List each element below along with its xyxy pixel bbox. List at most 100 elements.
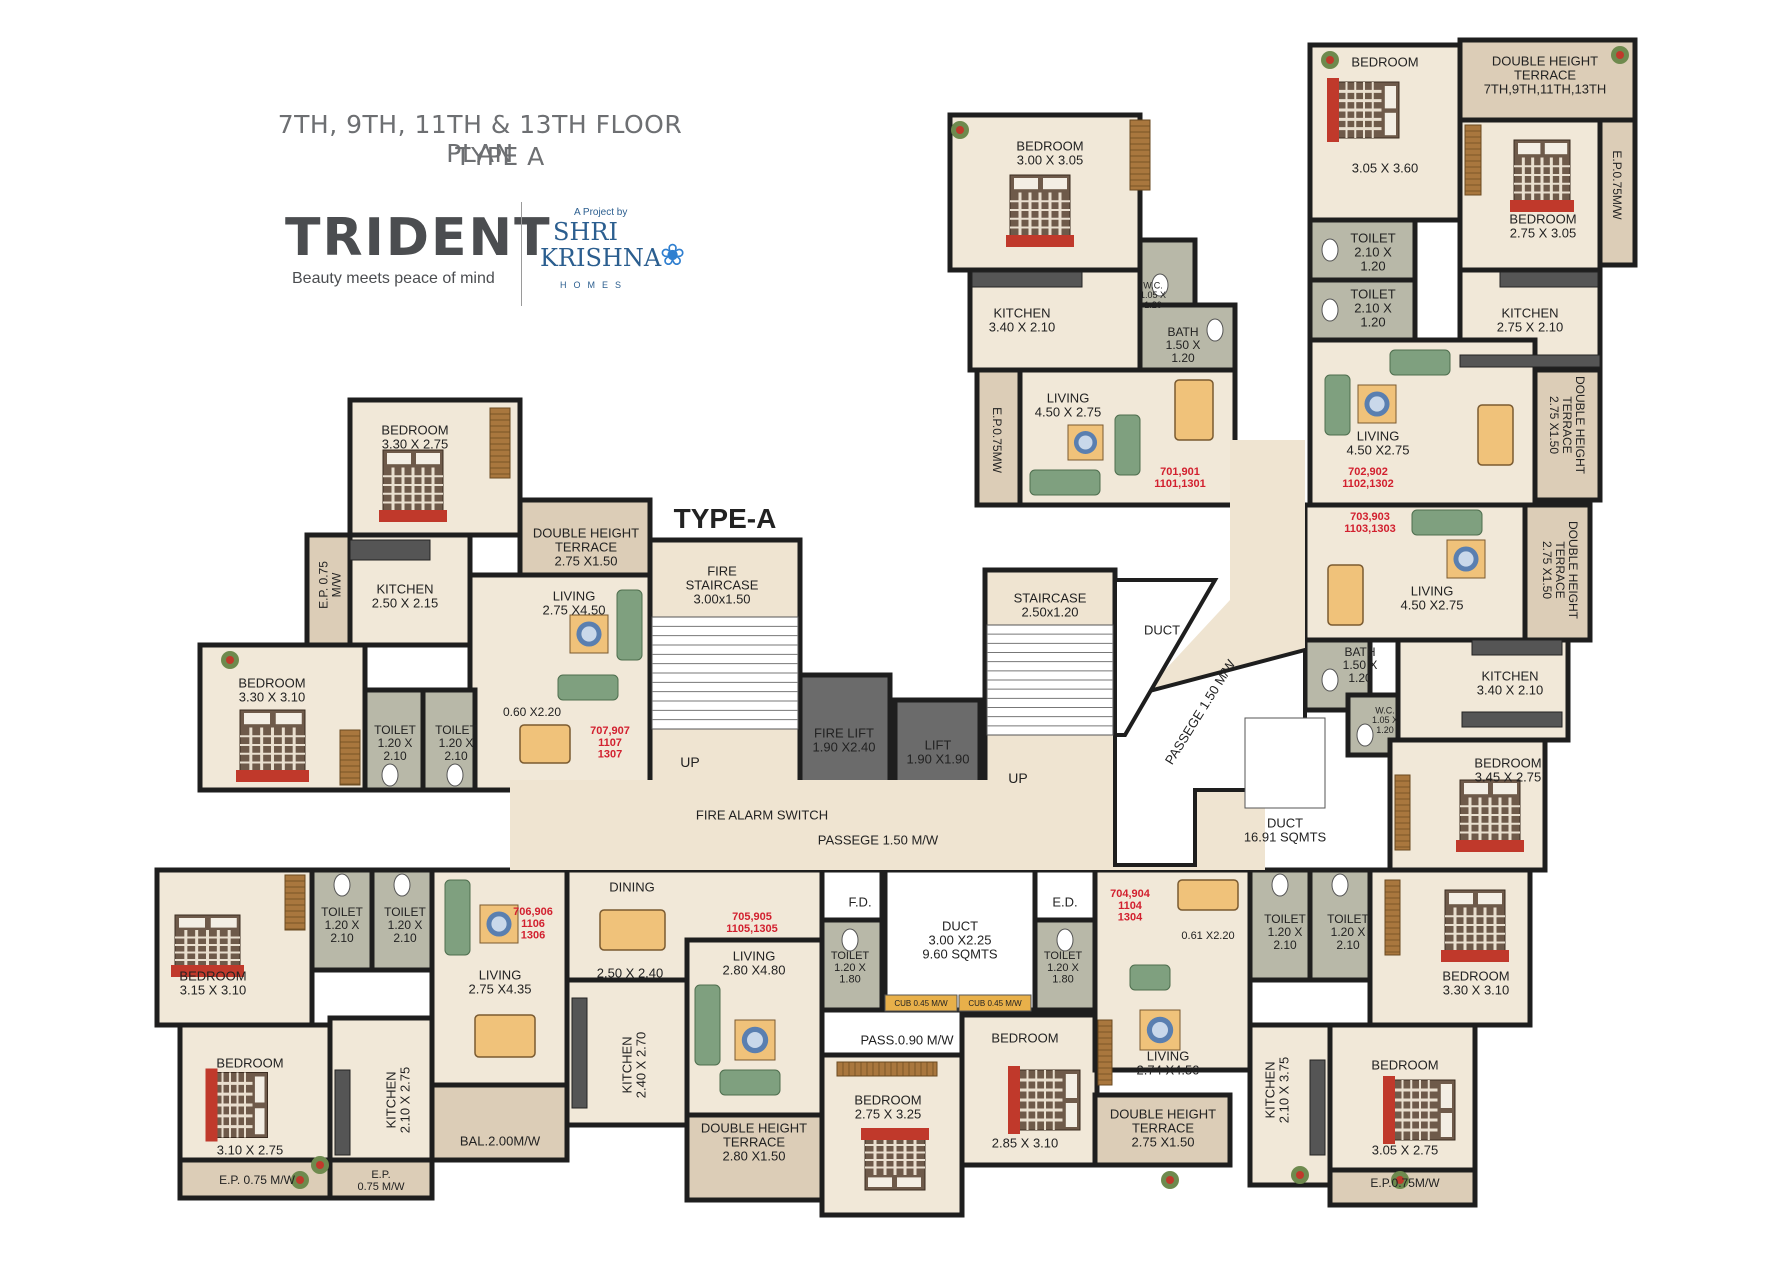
sofa-icon bbox=[1129, 964, 1171, 991]
plant-icon bbox=[1391, 1171, 1409, 1189]
dining-table-icon bbox=[1177, 879, 1239, 911]
plan-title: 7TH, 9TH, 11TH & 13TH FLOOR PLAN bbox=[277, 110, 683, 168]
bed-icon bbox=[1456, 779, 1524, 852]
ep-701 bbox=[974, 367, 1023, 508]
sofa-icon bbox=[1114, 414, 1141, 476]
room-label: 3.10 X 2.75 bbox=[217, 1143, 284, 1158]
sofa-icon bbox=[1029, 469, 1101, 496]
dining-table-icon bbox=[599, 909, 666, 951]
room-label: DOUBLE HEIGHTTERRACE2.75 X1.50 bbox=[1540, 521, 1580, 620]
rug-icon bbox=[1357, 384, 1397, 424]
toilet-icon bbox=[446, 763, 464, 787]
bed-icon bbox=[171, 914, 244, 977]
room-label: E.P.0.75M/W bbox=[1370, 1176, 1440, 1190]
bed-icon bbox=[1006, 174, 1074, 247]
room-label: E.P. 0.75 M/W bbox=[219, 1173, 295, 1187]
room-label: BEDROOM bbox=[216, 1056, 283, 1071]
terrace-703 bbox=[1522, 502, 1593, 643]
wardrobe-icon bbox=[1129, 119, 1151, 191]
room-label: FIRE ALARM SWITCH bbox=[696, 808, 828, 823]
ep-706-b bbox=[327, 1157, 435, 1201]
terrace-704 bbox=[1092, 1092, 1233, 1168]
wardrobe-icon bbox=[284, 874, 306, 931]
bed-icon bbox=[379, 449, 447, 522]
logo-divider bbox=[521, 202, 522, 306]
room-label: 3.05 X 3.60 bbox=[1352, 161, 1419, 176]
sofa-icon bbox=[1411, 509, 1483, 536]
duct-area bbox=[1113, 647, 1307, 867]
toilet-icon bbox=[1056, 928, 1074, 952]
toilet-icon bbox=[1151, 273, 1169, 297]
kitchen-counter-icon bbox=[334, 1069, 351, 1156]
wardrobe-icon bbox=[1464, 124, 1482, 196]
room-label: 3.05 X 2.75 bbox=[1372, 1143, 1439, 1158]
plant-icon bbox=[221, 651, 239, 669]
sofa-icon bbox=[719, 1069, 781, 1096]
kitchen-counter-icon bbox=[1461, 711, 1563, 728]
lotus-icon: ❀ bbox=[660, 239, 686, 272]
bed-icon bbox=[1383, 1076, 1456, 1144]
duct-shaft bbox=[1244, 717, 1326, 809]
room-label: PASS.0.90 M/W bbox=[861, 1033, 955, 1048]
rug-icon bbox=[479, 904, 519, 944]
rug-icon bbox=[1446, 539, 1486, 579]
room-label: F.D. bbox=[848, 895, 871, 910]
partner-name-line2: KRISHNA bbox=[540, 244, 662, 272]
plant-icon bbox=[1291, 1166, 1309, 1184]
toilet-icon bbox=[1356, 723, 1374, 747]
bed-icon bbox=[1441, 889, 1509, 962]
room-label: UP bbox=[1008, 770, 1027, 786]
toilet-icon bbox=[393, 873, 411, 897]
trident-logo: TRIDENT bbox=[285, 208, 552, 268]
room-label: CUB 0.45 M/W bbox=[968, 999, 1022, 1008]
stairs-icon bbox=[651, 616, 799, 730]
balcony-706 bbox=[429, 1082, 570, 1163]
wardrobe-icon bbox=[339, 729, 361, 786]
stairs-icon bbox=[986, 624, 1114, 736]
room-label: 2.50 X 2.40 bbox=[597, 966, 664, 981]
plant-icon bbox=[1161, 1171, 1179, 1189]
plant-icon bbox=[951, 121, 969, 139]
kitchen-counter-icon bbox=[571, 997, 588, 1109]
dining-table-icon bbox=[1477, 404, 1514, 466]
toilet-icon bbox=[333, 873, 351, 897]
fire-lift bbox=[797, 672, 893, 798]
toilet-icon bbox=[1206, 318, 1224, 342]
partner-name-line1: SHRI bbox=[553, 218, 618, 246]
toilet-icon bbox=[841, 928, 859, 952]
toilet-icon bbox=[381, 763, 399, 787]
rug-icon bbox=[1139, 1009, 1181, 1051]
rug-icon bbox=[1067, 424, 1104, 461]
room-label: 0.60 X2.20 bbox=[503, 705, 561, 719]
bed-icon bbox=[1008, 1066, 1081, 1134]
room-label: E.P.0.75 M/W bbox=[357, 1169, 405, 1193]
room-label: BEDROOM bbox=[1371, 1058, 1438, 1073]
kitchen-counter-icon bbox=[349, 539, 431, 561]
rug-icon bbox=[734, 1019, 776, 1061]
